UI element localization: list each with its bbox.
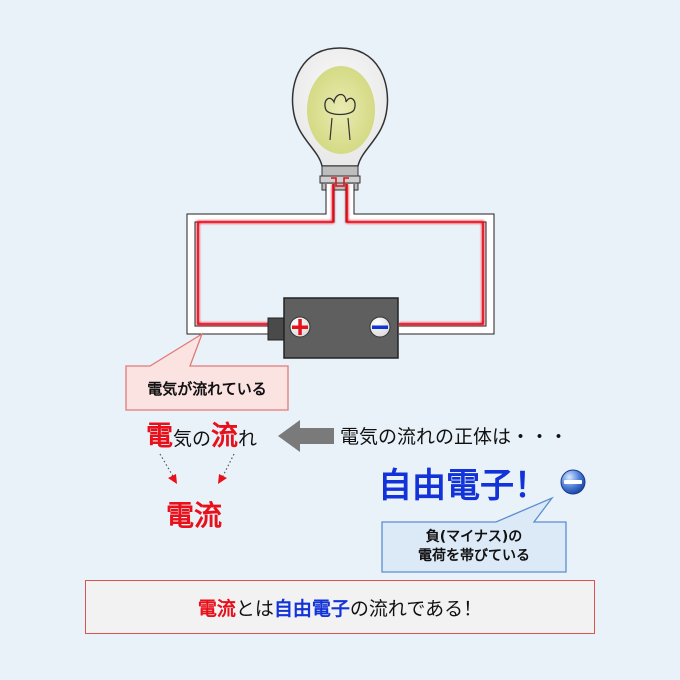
summary-towa: とは bbox=[235, 597, 274, 620]
phrase-re: れ bbox=[238, 428, 258, 450]
negative-charge-label: 負(マイナス)の 電荷を帯びている bbox=[382, 522, 566, 572]
summary-free-electron: 自由電子 bbox=[273, 597, 350, 620]
free-electron-heading: 自由電子！ bbox=[378, 466, 548, 506]
identity-question: 電気の流れの正体は・・・ bbox=[340, 426, 569, 448]
summary-ending: の流れである！ bbox=[349, 597, 483, 620]
plus-terminal-icon bbox=[289, 316, 311, 338]
phrase-kino: 気の bbox=[173, 428, 212, 450]
negative-callout-bubble bbox=[381, 496, 567, 573]
summary-box: 電流 とは 自由電子 の流れである！ bbox=[85, 580, 595, 634]
wire bbox=[186, 177, 495, 335]
summary-denryu: 電流 bbox=[197, 597, 236, 620]
callout-bubble bbox=[125, 332, 289, 411]
split-arrows bbox=[159, 453, 235, 484]
denki-no-nagare-phrase: 電 気の 流 れ bbox=[146, 414, 257, 454]
negative-charge-line2: 電荷を帯びている bbox=[418, 548, 530, 564]
current-flowing-label: 電気が流れている bbox=[147, 379, 267, 398]
battery-icon bbox=[267, 297, 399, 359]
light-bulb-icon bbox=[291, 47, 389, 191]
left-arrow-icon bbox=[278, 420, 334, 452]
negative-charge-line1: 負(マイナス)の bbox=[425, 529, 523, 546]
minus-terminal-icon bbox=[369, 316, 391, 338]
phrase-char-den: 電 bbox=[146, 421, 173, 452]
denryu-word: 電流 bbox=[166, 499, 223, 532]
phrase-char-ryu: 流 bbox=[211, 421, 239, 452]
electron-icon bbox=[560, 469, 586, 495]
